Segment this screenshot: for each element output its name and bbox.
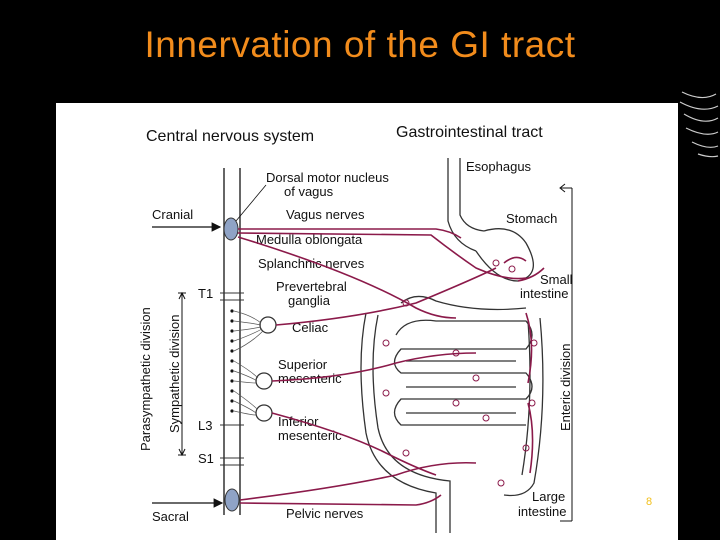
label-superior-1: Superior <box>278 357 328 372</box>
label-sympathetic: Sympathetic division <box>167 315 182 434</box>
splanchnic-fibers <box>233 310 264 416</box>
label-pelvic: Pelvic nerves <box>286 506 364 521</box>
label-s1: S1 <box>198 451 214 466</box>
sympathetic-outflow-dots <box>230 309 234 413</box>
corner-swirl-decoration <box>679 91 719 158</box>
prevertebral-ganglia <box>255 316 277 422</box>
label-prevertebral-2: ganglia <box>288 293 331 308</box>
label-enteric: Enteric division <box>558 344 573 431</box>
enteric-bracket <box>559 183 573 522</box>
label-splanchnic: Splanchnic nerves <box>258 256 365 271</box>
label-parasympathetic: Parasympathetic division <box>138 307 153 451</box>
label-vagus: Vagus nerves <box>286 207 365 222</box>
label-dorsal-motor-1: Dorsal motor nucleus <box>266 170 389 185</box>
label-large-1: Large <box>532 489 565 504</box>
label-small-1: Small <box>540 272 573 287</box>
label-inferior-2: mesenteric <box>278 428 342 443</box>
label-prevertebral-1: Prevertebral <box>276 279 347 294</box>
label-small-2: intestine <box>520 286 568 301</box>
label-esophagus: Esophagus <box>466 159 532 174</box>
header-gi: Gastrointestinal tract <box>396 124 543 141</box>
label-dorsal-motor-2: of vagus <box>284 184 334 199</box>
label-l3: L3 <box>198 418 212 433</box>
label-sacral: Sacral <box>152 509 189 524</box>
enteric-ganglia <box>382 259 538 487</box>
label-cranial: Cranial <box>152 207 193 222</box>
page-number: 8 <box>646 496 653 508</box>
header-cns: Central nervous system <box>146 128 314 145</box>
label-medulla: Medulla oblongata <box>256 232 363 247</box>
spinal-cord <box>220 168 244 515</box>
label-t1: T1 <box>198 286 213 301</box>
label-celiac: Celiac <box>292 320 329 335</box>
division-brackets <box>178 291 186 457</box>
nerve-pathways <box>237 228 545 506</box>
slide-title: Innervation of the GI tract <box>144 24 576 65</box>
label-large-2: intestine <box>518 504 566 519</box>
label-stomach: Stomach <box>506 211 557 226</box>
gi-innervation-diagram: Central nervous system Gastrointestinal … <box>138 124 573 533</box>
diagram-panel: Central nervous system Gastrointestinal … <box>56 103 678 540</box>
